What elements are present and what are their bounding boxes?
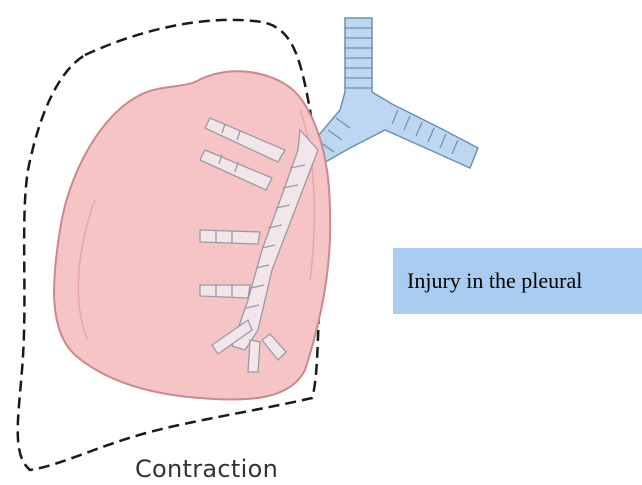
- trachea-icon: [308, 18, 478, 168]
- contraction-caption: Contraction: [135, 455, 278, 483]
- collapsed-lung-icon: [54, 71, 330, 399]
- pleural-injury-callout: Injury in the pleural: [393, 248, 642, 314]
- callout-text: Injury in the pleural: [407, 268, 582, 294]
